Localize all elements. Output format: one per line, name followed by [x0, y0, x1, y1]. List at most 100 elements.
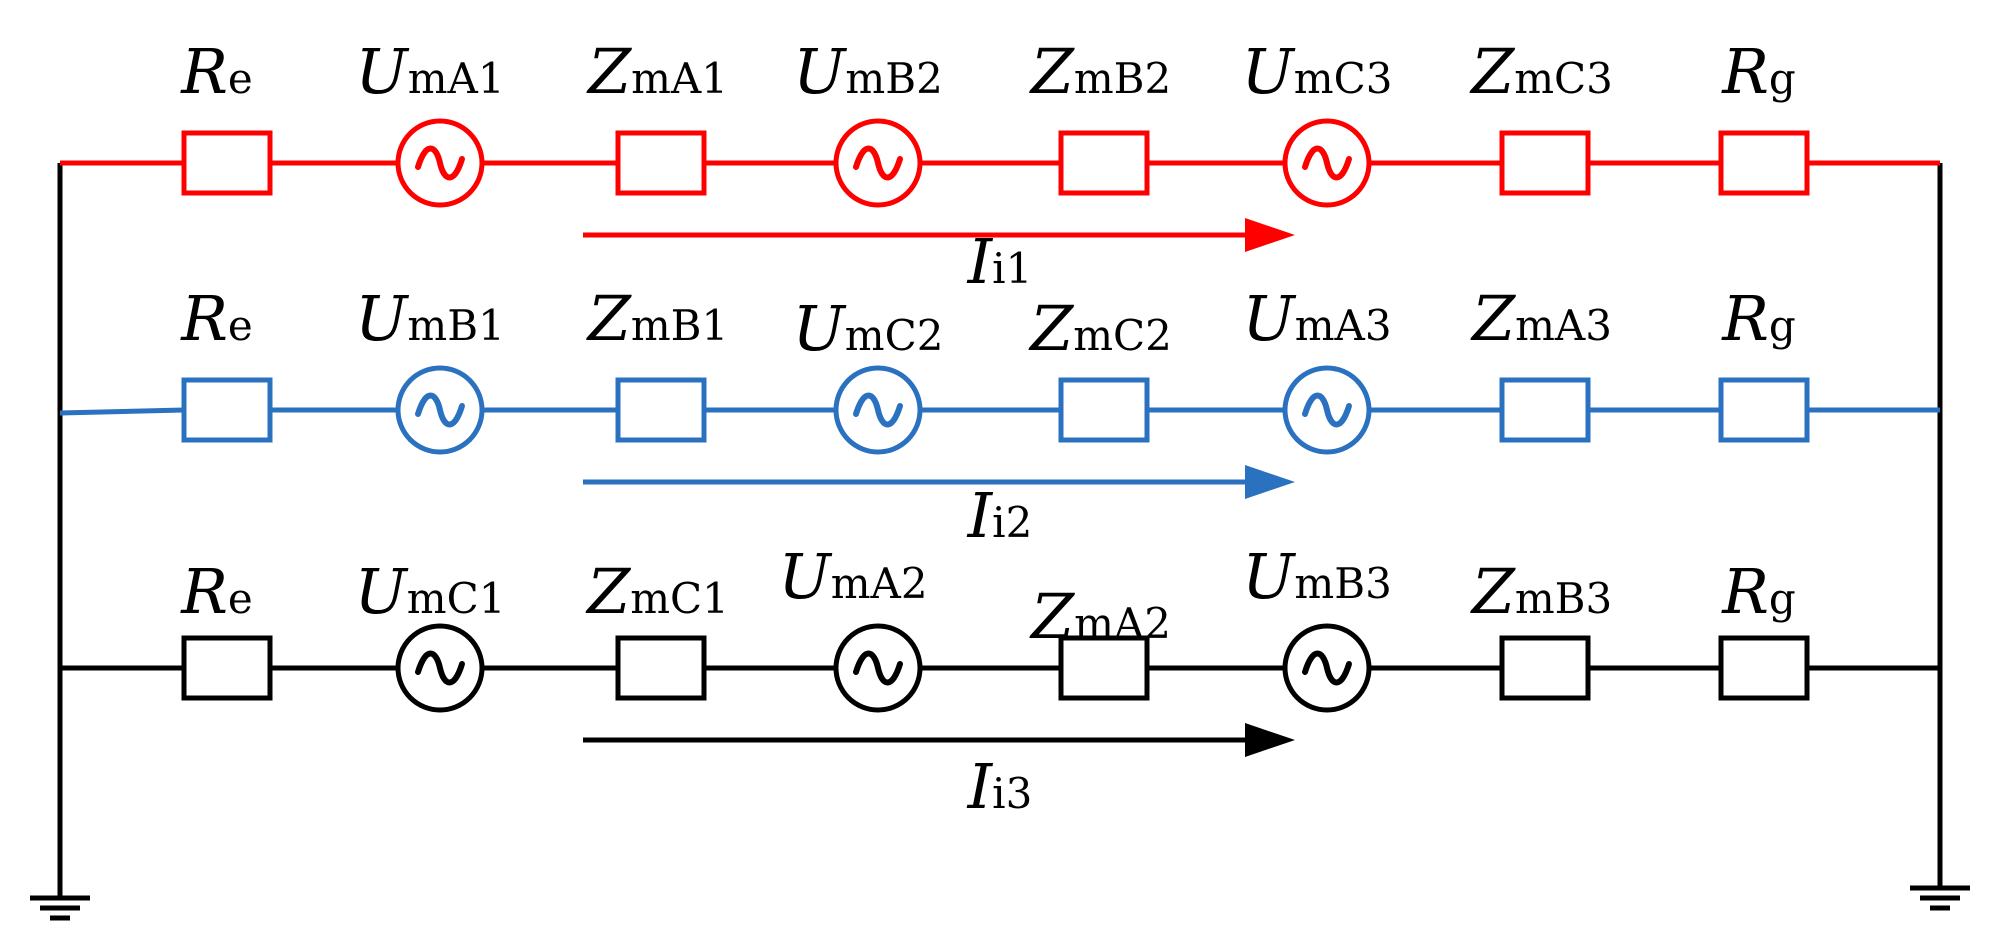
line1-zma1-label: ZmA1 — [586, 35, 728, 108]
line1-zmc3-label-subscript: mC3 — [1514, 54, 1613, 103]
line2-umb1-label-symbol: U — [355, 282, 409, 355]
line1-zmc3-label: ZmC3 — [1469, 35, 1613, 108]
line1-uma1-ac-source-icon — [395, 118, 485, 208]
right-ground-icon — [1910, 885, 1970, 911]
line3-zmc1-label-symbol: Z — [585, 555, 631, 628]
line2-zmb1-resistor — [615, 377, 707, 443]
line2-umc2-label: UmC2 — [793, 292, 944, 365]
line2-current-arrow — [583, 465, 1295, 499]
line1-umb2-label-subscript: mB2 — [845, 54, 942, 103]
line3-zma2-label-symbol: Z — [1029, 580, 1075, 653]
line1-re-resistor — [181, 130, 273, 196]
line3-umc1-label-subscript: mC1 — [407, 574, 506, 623]
line2-re-label-symbol: R — [180, 282, 228, 355]
line1-uma1-label: UmA1 — [355, 35, 504, 108]
line2-re-label: Re — [180, 282, 253, 355]
ground-wires — [30, 163, 1970, 921]
line3-zmb3-label: ZmB3 — [1470, 555, 1613, 628]
line3-umb3-label-subscript: mB3 — [1294, 559, 1391, 608]
line1-umc3-label-symbol: U — [1242, 35, 1296, 108]
line2-rg-label-subscript: g — [1769, 301, 1796, 350]
line1-rg-label-subscript: g — [1769, 54, 1796, 103]
line3-rg-label: Rg — [1721, 555, 1796, 628]
line1-zma1-label-symbol: Z — [586, 35, 632, 108]
line3-zmb3-label-symbol: Z — [1470, 555, 1516, 628]
line3-zmc1-label-subscript: mC1 — [630, 574, 729, 623]
line1-rg-label: Rg — [1721, 35, 1796, 108]
line3-current-label-subscript: i3 — [992, 769, 1032, 818]
line1-umb2-label-symbol: U — [793, 35, 847, 108]
line3-zmb3-resistor — [1499, 635, 1591, 701]
line2-umb1-label: UmB1 — [355, 282, 505, 355]
line3-current-label-symbol: I — [967, 750, 994, 823]
line3-umc1-ac-source-icon — [395, 623, 485, 713]
line2-current-label-symbol: I — [967, 479, 994, 552]
line1-current-label: Ii1 — [967, 225, 1033, 298]
line3-uma2-label-symbol: U — [778, 540, 832, 613]
line1-zmb2-label-symbol: Z — [1029, 35, 1075, 108]
line1-re-label: Re — [180, 35, 253, 108]
line1-rg-label-symbol: R — [1721, 35, 1769, 108]
line1-umc3-label: UmC3 — [1242, 35, 1393, 108]
line3-re-label-symbol: R — [180, 555, 228, 628]
line3-rg-resistor — [1718, 635, 1810, 701]
line3-umb3-ac-source-icon — [1282, 623, 1372, 713]
line3-re-label-subscript: e — [228, 574, 253, 623]
line1-re-label-subscript: e — [228, 54, 253, 103]
line2-umb1-label-subscript: mB1 — [407, 301, 504, 350]
line2-uma3-label-symbol: U — [1242, 282, 1296, 355]
line1-rg-resistor — [1718, 130, 1810, 196]
line3-zma2-resistor — [1058, 635, 1150, 701]
line2-zmc2-resistor — [1058, 377, 1150, 443]
line1-zmb2-label-subscript: mB2 — [1074, 54, 1171, 103]
line2-zma3-resistor — [1499, 377, 1591, 443]
line2-zma3-label: ZmA3 — [1470, 282, 1612, 355]
line2-zmc2-label: ZmC2 — [1028, 292, 1172, 365]
line3-umb3-label-symbol: U — [1242, 540, 1296, 613]
line1-zmc3-resistor — [1499, 130, 1591, 196]
line3-current-label: Ii3 — [967, 750, 1033, 823]
line3-rg-label-symbol: R — [1721, 555, 1769, 628]
line3-rg-label-subscript: g — [1769, 574, 1796, 623]
line3-umc1-label: UmC1 — [355, 555, 506, 628]
line3-zmc1-resistor — [615, 635, 707, 701]
line3-zmc1-label: ZmC1 — [585, 555, 729, 628]
line1-current-label-subscript: i1 — [992, 244, 1032, 293]
line1-umc3-ac-source-icon — [1282, 118, 1372, 208]
line2-current-label-subscript: i2 — [992, 498, 1032, 547]
line1-zmb2-resistor — [1058, 130, 1150, 196]
left-ground-icon — [30, 895, 90, 921]
line2-re-label-subscript: e — [228, 301, 253, 350]
line2-current-label: Ii2 — [967, 479, 1033, 552]
line3-uma2-label-subscript: mA2 — [831, 559, 928, 608]
line1-uma1-label-symbol: U — [355, 35, 409, 108]
line3-re-resistor — [181, 635, 273, 701]
line2-umc2-label-subscript: mC2 — [845, 311, 944, 360]
line2-wire — [59, 407, 1940, 416]
line1-zmc3-label-symbol: Z — [1469, 35, 1515, 108]
line3-uma2-label: UmA2 — [778, 540, 927, 613]
line1-umc3-label-subscript: mC3 — [1294, 54, 1393, 103]
line2-zmb1-label-subscript: mB1 — [631, 301, 728, 350]
line3-re-label: Re — [180, 555, 253, 628]
line1-current-arrow — [583, 218, 1295, 252]
line1-current-label-symbol: I — [967, 225, 994, 298]
line2-zma3-label-subscript: mA3 — [1515, 301, 1612, 350]
line2-zma3-label-symbol: Z — [1470, 282, 1516, 355]
line2-uma3-label-subscript: mA3 — [1295, 301, 1392, 350]
line2-rg-label: Rg — [1721, 282, 1796, 355]
line2-zmb1-label: ZmB1 — [586, 282, 729, 355]
line2-zmb1-label-symbol: Z — [586, 282, 632, 355]
line2-umc2-label-symbol: U — [793, 292, 847, 365]
line1-uma1-label-subscript: mA1 — [408, 54, 505, 103]
line3-zma2-label-subscript: mA2 — [1074, 599, 1171, 648]
line2-rg-resistor — [1718, 377, 1810, 443]
line2-rg-label-symbol: R — [1721, 282, 1769, 355]
line3-zma2-label: ZmA2 — [1029, 580, 1171, 653]
line2-umb1-ac-source-icon — [395, 365, 485, 455]
line3-zmb3-label-subscript: mB3 — [1515, 574, 1612, 623]
